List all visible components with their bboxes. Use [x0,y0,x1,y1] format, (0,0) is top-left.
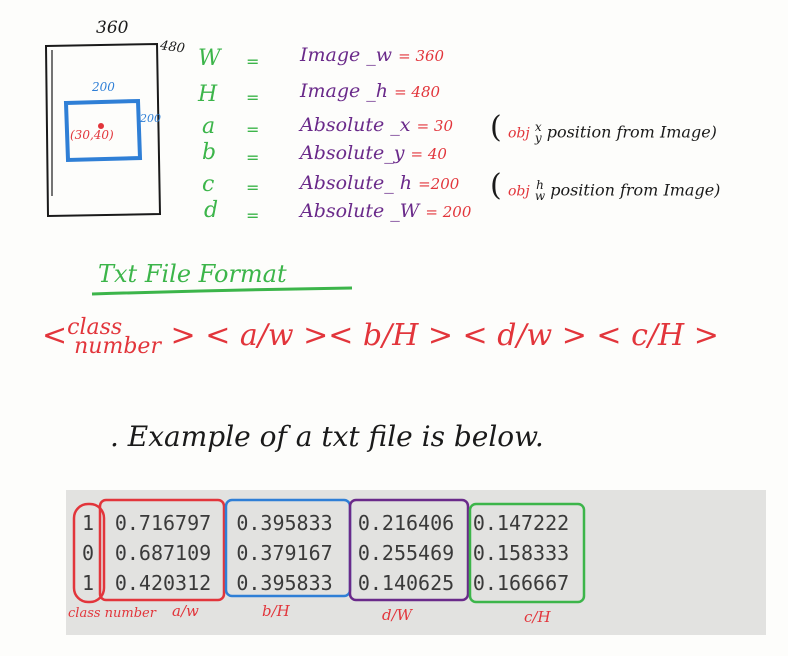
expr-a-value: = 30 [416,117,454,135]
caption-d-w: d/W [382,606,413,624]
table-cell: 1 [81,571,95,595]
expr-b-text: Absolute_y [300,142,405,164]
expr-c-value: =200 [418,175,460,193]
expr-w-value: = 360 [398,47,445,65]
table-cell: 0.379167 [236,541,333,565]
expr-c: Absolute_ h =200 [300,172,459,194]
caption-c-h: c/H [524,608,551,626]
eq-a: = [246,120,260,139]
table-cell: 0.140625 [357,571,455,595]
table-row: 1 0.420312 0.395833 0.140625 0.166667 [72,568,577,598]
size-note-paren: ( [490,168,502,203]
d-w-column-outline [348,498,470,602]
format-class-top: class [67,315,123,340]
expr-a: Absolute _x = 30 [300,114,453,136]
table-cell: 0.716797 [114,511,212,535]
expr-h-text: Image _h [300,80,389,102]
table-cell: 0.216406 [357,511,455,535]
expr-d: Absolute _W = 200 [300,200,471,222]
size-note-w: w [534,189,546,203]
section-title: Txt File Format [98,260,287,288]
example-heading: . Example of a txt file is below. [110,420,544,453]
expr-w: Image _w = 360 [300,44,444,66]
format-rest: > < a/w >< b/H > < d/w > < c/H > [170,318,719,353]
size-note-obj: obj [508,183,530,200]
object-box [63,98,143,163]
eq-b: = [246,148,260,167]
caption-a-w: a/w [172,602,199,620]
object-center-dot [98,123,104,129]
table-cell: 1 [81,511,95,535]
expr-b: Absolute_y = 40 [300,142,447,164]
position-note-y: y [534,131,542,145]
expr-h: Image _h = 480 [300,80,440,102]
caption-class-number: class number [68,606,156,621]
var-b: b [202,140,217,165]
position-note-x: x [534,120,542,134]
position-note-paren: ( [490,110,502,145]
b-h-column-outline [224,498,352,598]
table-cell: 0.147222 [472,511,570,535]
image-outline [44,42,162,218]
table-cell: 0 [81,541,95,565]
position-note-obj: obj [508,125,530,142]
class-column-outline [72,502,106,604]
box-width-label: 200 [92,80,115,94]
format-line: <class number > < a/w >< b/H > < d/w > <… [42,315,719,359]
table-cell: 0.255469 [357,541,455,565]
table-cell: 0.420312 [114,571,212,595]
title-underline [91,286,353,296]
a-w-column-outline [98,498,226,602]
var-d: d [204,198,219,223]
table-cell: 0.395833 [236,511,333,535]
table-row: 0 0.687109 0.379167 0.255469 0.158333 [72,538,577,568]
expr-w-text: Image _w [300,44,393,66]
box-height-label: 200 [140,112,161,125]
size-note-text: position from Image) [550,180,721,200]
expr-d-text: Absolute _W [300,200,420,222]
format-class-label: class number [67,315,161,359]
table-cell: 0.166667 [472,571,570,595]
table-cell: 0.687109 [114,541,212,565]
expr-h-value: = 480 [394,83,441,101]
var-c: c [202,172,215,197]
format-class-bottom: number [74,334,161,359]
expr-a-text: Absolute _x [300,114,411,136]
format-open: < [42,318,68,353]
expr-d-value: = 200 [425,203,472,221]
eq-d: = [246,206,260,225]
txt-file-photo: 1 0.716797 0.395833 0.216406 0.147222 0 … [66,490,766,635]
var-h: H [198,82,218,107]
var-a: a [202,114,216,139]
object-coordinates-label: (30,40) [70,128,114,142]
var-w: W [198,46,221,71]
c-h-column-outline [468,502,586,604]
txt-file-table: 1 0.716797 0.395833 0.216406 0.147222 0 … [72,508,577,598]
caption-b-h: b/H [262,602,290,620]
eq-w: = [246,52,260,71]
table-cell: 0.395833 [236,571,333,595]
table-row: 1 0.716797 0.395833 0.216406 0.147222 [72,508,577,538]
eq-h: = [246,88,260,107]
eq-c: = [246,178,260,197]
image-width-label: 360 [96,18,129,38]
size-note-h: h [536,178,544,192]
position-note-text: position from Image) [546,122,717,142]
expr-b-value: = 40 [410,145,447,163]
table-cell: 0.158333 [472,541,570,565]
column-highlights [72,498,586,604]
expr-c-text: Absolute_ h [300,172,413,194]
